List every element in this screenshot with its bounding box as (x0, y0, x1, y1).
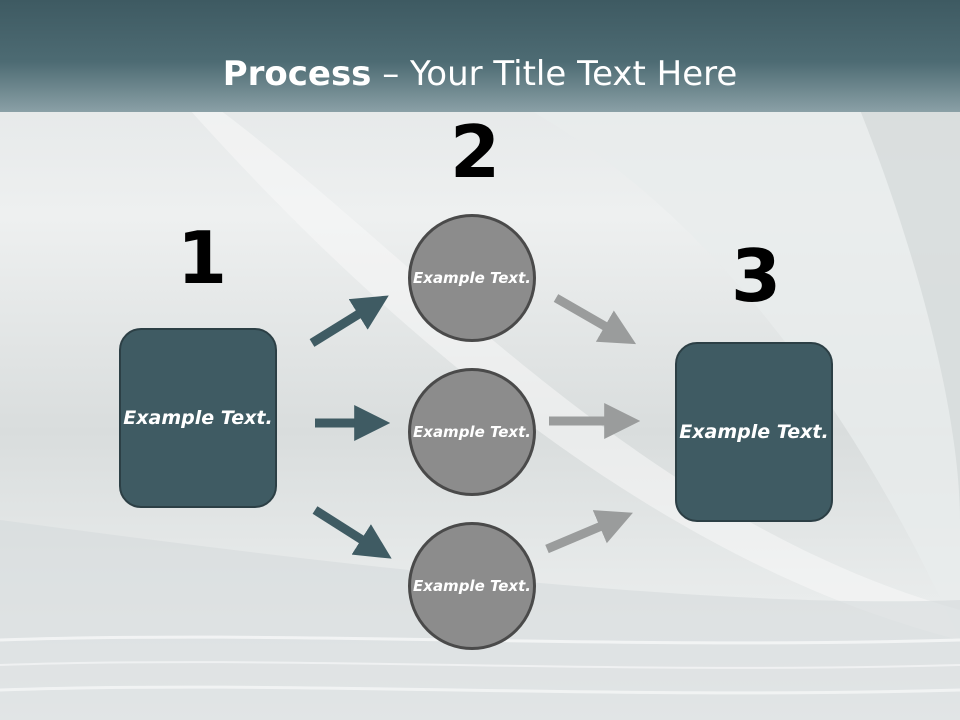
step-number-3: 3 (731, 234, 782, 318)
step-2-circle-middle: Example Text. (408, 368, 536, 496)
step-number-2: 2 (450, 110, 501, 194)
arrow-to-step-3-from-top-icon (553, 294, 637, 345)
slide-title: Process – Your Title Text Here (0, 52, 960, 96)
arrow-to-step-3-from-bottom-icon (545, 510, 633, 554)
circle-middle-text: Example Text. (413, 422, 531, 441)
step-2-circle-top: Example Text. (408, 214, 536, 342)
title-banner (0, 0, 960, 112)
circle-top-text: Example Text. (413, 268, 531, 287)
step-1-text: Example Text. (123, 406, 273, 429)
arrow-right-up-icon (309, 295, 389, 347)
step-1-box: Example Text. (119, 328, 277, 508)
step-3-box: Example Text. (675, 342, 833, 522)
title-rest: – Your Title Text Here (371, 54, 738, 94)
step-2-circle-bottom: Example Text. (408, 522, 536, 650)
step-number-1: 1 (177, 216, 228, 300)
circle-bottom-text: Example Text. (413, 576, 531, 595)
arrow-right-down-icon (312, 506, 392, 559)
title-bold: Process (222, 54, 372, 94)
step-3-text: Example Text. (679, 420, 829, 443)
